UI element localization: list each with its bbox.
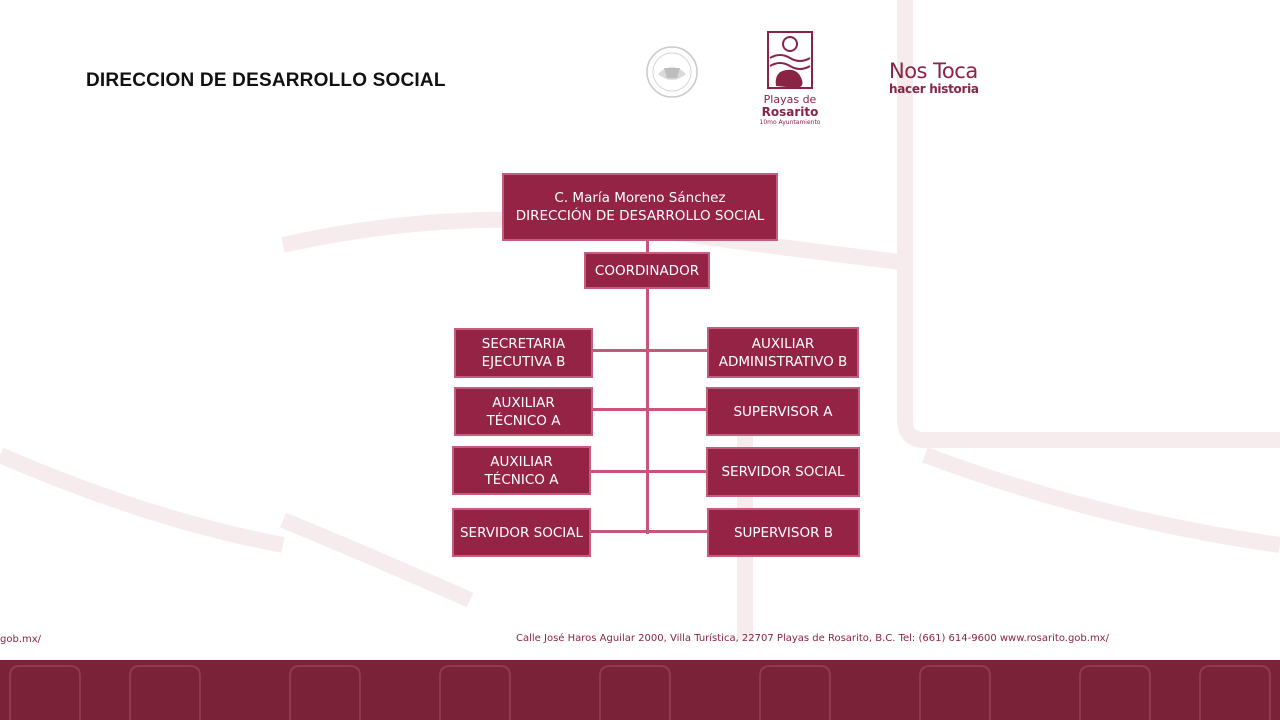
coordinator-box: COORDINADOR [584, 252, 710, 289]
connector-trunk [646, 288, 649, 534]
box-line: TÉCNICO A [484, 471, 559, 488]
rosarito-logo-text: Playas de Rosarito 10mo Ayuntamiento [758, 94, 822, 127]
coordinator-label: COORDINADOR [594, 262, 700, 279]
director-role: DIRECCIÓN DE DESARROLLO SOCIAL [515, 208, 765, 224]
rosarito-line2: Rosarito [761, 105, 819, 119]
director-box: C. María Moreno Sánchez DIRECCIÓN DE DES… [502, 173, 778, 241]
rosarito-logo-icon [767, 31, 813, 89]
secretaria-ejecutiva-box: SECRETARIA EJECUTIVA B [454, 328, 593, 378]
servidor-social-box-left: SERVIDOR SOCIAL [452, 508, 591, 557]
servidor-social-box-right: SERVIDOR SOCIAL [706, 447, 860, 497]
box-line: AUXILIAR [751, 335, 815, 352]
page-title: DIRECCION DE DESARROLLO SOCIAL [86, 70, 446, 91]
auxiliar-tecnico-box-2: AUXILIAR TÉCNICO A [452, 446, 591, 495]
auxiliar-administrativo-box: AUXILIAR ADMINISTRATIVO B [707, 327, 859, 378]
rosarito-line3: 10mo Ayuntamiento [759, 119, 821, 126]
connector-row3 [590, 470, 708, 473]
director-name: C. María Moreno Sánchez [554, 190, 726, 206]
connector-row1 [592, 349, 708, 352]
campaign-line1: Nos Toca [889, 59, 978, 83]
box-line: AUXILIAR [490, 453, 553, 470]
auxiliar-tecnico-box-1: AUXILIAR TÉCNICO A [454, 387, 593, 436]
supervisor-a-box: SUPERVISOR A [706, 387, 860, 436]
box-line: SUPERVISOR A [733, 403, 833, 420]
box-line: ADMINISTRATIVO B [718, 353, 848, 370]
box-line: EJECUTIVA B [481, 354, 566, 370]
box-line: SERVIDOR SOCIAL [721, 464, 845, 480]
box-line: SUPERVISOR B [733, 524, 834, 541]
connector-director-coordinator [646, 240, 649, 253]
connector-row2 [592, 408, 708, 411]
rosarito-line1: Playas de [763, 93, 817, 106]
connector-row4 [590, 530, 708, 533]
bottom-decorative-band [0, 660, 1280, 720]
box-line: SECRETARIA [481, 336, 566, 352]
campaign-line2: hacer historia [889, 82, 979, 96]
footer-address: Calle José Haros Aguilar 2000, Villa Tur… [516, 633, 1109, 644]
supervisor-b-box: SUPERVISOR B [707, 508, 860, 557]
footer-url-fragment: gob.mx/ [0, 634, 42, 645]
campaign-logo: Nos Toca hacer historia [889, 60, 979, 96]
box-line: TÉCNICO A [486, 412, 561, 429]
box-line: AUXILIAR [492, 394, 555, 411]
box-line: SERVIDOR SOCIAL [459, 524, 583, 541]
municipal-seal-icon [646, 46, 698, 98]
